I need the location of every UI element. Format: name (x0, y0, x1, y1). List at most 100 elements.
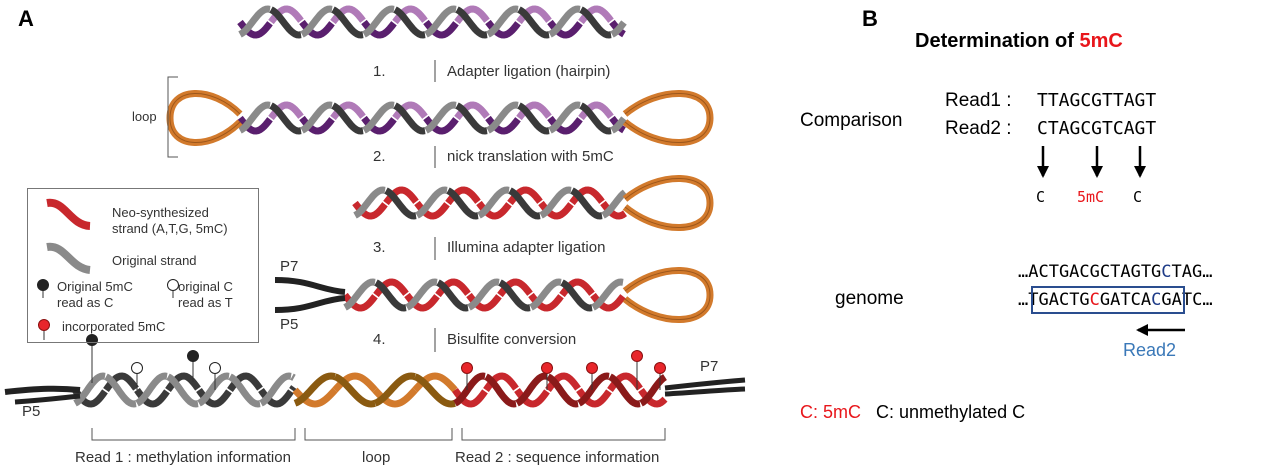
read2-region-strand-strand-segment (484, 373, 517, 408)
p5-label-step3: P5 (280, 316, 299, 333)
original-c-pin (209, 362, 221, 374)
seq-c-highlight: C (1151, 290, 1162, 310)
loop-region-strand-strand-segment (293, 372, 336, 407)
hairpin-loop-left (166, 90, 243, 146)
hairpin-dna-strand-segment (455, 102, 488, 135)
step-3-number: 3. (373, 239, 386, 256)
legend-neo-line1: Neo-synthesized (112, 205, 209, 220)
legend-original-5mc-line2: read as C (57, 295, 114, 310)
hairpin-loop-step3 (622, 267, 714, 323)
original-5mc-pin (187, 350, 199, 362)
p5-adapter-final-b (14, 393, 81, 405)
hairpin-dna-strand-segment (424, 101, 457, 134)
p7-adapter-final-b (664, 386, 746, 397)
read2-box (1031, 286, 1185, 314)
p7-label-final: P7 (700, 358, 719, 375)
read2-region-strand-strand-segment (453, 372, 486, 407)
key-5mc: C: 5mC (800, 402, 862, 422)
panel-b-label: B (862, 6, 878, 31)
genomic-dna-strand-segment (331, 6, 364, 39)
incorporated-5mc-pin (586, 362, 598, 374)
loop-region-strand-strand-segment (333, 373, 376, 408)
read1-region-strand-strand-segment (104, 373, 137, 408)
read2-region-strand-strand-segment (608, 373, 641, 408)
adapter-ligated-dna-strand-segment (529, 278, 562, 311)
read1-sequence: TTAGCGTTAGT (1037, 90, 1157, 111)
seq-part: TAG… (1171, 262, 1213, 282)
step-2-number: 2. (373, 148, 386, 165)
nick-translated-dna-strand-segment (415, 186, 448, 219)
region-loop-label: loop (362, 449, 391, 466)
hairpin-loop-step2-edge (624, 178, 711, 228)
adapter-ligated-dna-strand-segment (405, 278, 438, 311)
read1-region-strand-strand-segment (228, 373, 261, 408)
p7-adapter (274, 277, 346, 295)
p7-adapter-final-a (664, 377, 746, 391)
call-2: 5mC (1077, 188, 1105, 206)
hairpin-dna-strand-segment (610, 116, 627, 134)
step-4-text: Bisulfite conversion (447, 331, 577, 348)
genomic-dna-strand-segment (393, 6, 426, 39)
genomic-dna-strand-segment (517, 6, 550, 39)
legend-incorporated-pin-icon (38, 319, 50, 331)
hairpin-dna-strand-segment (486, 101, 519, 134)
hairpin-loop-left-edge (169, 93, 241, 143)
nick-translated-dna-strand-segment (539, 186, 572, 219)
read1-region-strand-strand-segment (289, 385, 297, 393)
nick-translated-dna-strand-segment (477, 186, 510, 219)
genomic-dna-strand-segment (455, 6, 488, 39)
read1-region-strand-strand-segment (290, 373, 296, 381)
read2-label: Read2 : (945, 118, 1012, 139)
p5-adapter-final-a (4, 385, 81, 395)
legend-original: Original strand (112, 253, 197, 268)
nick-translated-dna-strand-segment (508, 187, 541, 220)
call-1: C (1036, 188, 1046, 206)
read2-region-strand-strand-segment (515, 372, 548, 407)
legend-original-5mc-pin-icon (37, 279, 49, 291)
read2-sequence: CTAGCGTCAGT (1037, 118, 1157, 139)
p5-label-final: P5 (22, 403, 41, 420)
loop-bracket-label: loop (132, 109, 157, 124)
genome-bottom-strand: …TGACTGCGATCACGATC… (1018, 290, 1213, 310)
legend-original-c-line2: read as T (178, 295, 233, 310)
step-3-text: Illumina adapter ligation (447, 239, 606, 256)
read1-label: Read1 : (945, 90, 1012, 111)
p7-label-step3: P7 (280, 258, 299, 275)
adapter-ligated-dna-strand-segment (467, 278, 500, 311)
read2-region-strand-strand-segment (546, 373, 579, 408)
adapter-ligated-dna-strand-segment (374, 279, 407, 312)
adapter-ligated-dna-strand-segment (436, 279, 469, 312)
key: C: 5mC C: unmethylated C (800, 402, 1025, 423)
incorporated-5mc-pin (654, 362, 666, 374)
seq-part: GATC… (1161, 290, 1213, 310)
seq-part: …ACTGACGCTAGTG (1018, 262, 1162, 282)
nick-translated-dna-strand-segment (353, 186, 386, 219)
original-c-pin (131, 362, 143, 374)
step-1-number: 1. (373, 63, 386, 80)
hairpin-dna-strand-segment (548, 101, 581, 134)
seq-part: … (1018, 290, 1029, 310)
hairpin-loop-step2 (622, 175, 714, 231)
region-bracket-1 (91, 428, 296, 441)
p5-adapter (274, 295, 346, 313)
region-bracket-2 (304, 428, 453, 441)
nick-translated-dna-strand-segment (446, 187, 479, 220)
hairpin-loop-right-edge (624, 93, 711, 143)
legend-original-5mc-line1: Original 5mC (57, 279, 133, 294)
nick-translated-dna-strand-segment (601, 189, 628, 219)
panel-b-title: Determination of 5mC (915, 30, 1123, 53)
nick-translated-dna-strand-segment (384, 187, 417, 220)
hairpin-loop-right (622, 90, 714, 146)
genomic-dna-strand-segment (610, 20, 627, 38)
call-arrow-3-head (1134, 166, 1146, 178)
incorporated-5mc-pin (631, 350, 643, 362)
region-read1-label: Read 1 : methylation information (75, 449, 291, 466)
legend-neo-line2: strand (A,T,G, 5mC) (112, 221, 228, 236)
hairpin-dna-strand-segment (517, 102, 550, 135)
read2-arrow-label: Read2 (1123, 340, 1177, 360)
read1-region-strand-strand-segment (166, 373, 199, 408)
call-3: C (1133, 188, 1143, 206)
key-unmethylated: C: unmethylated C (876, 402, 1026, 422)
